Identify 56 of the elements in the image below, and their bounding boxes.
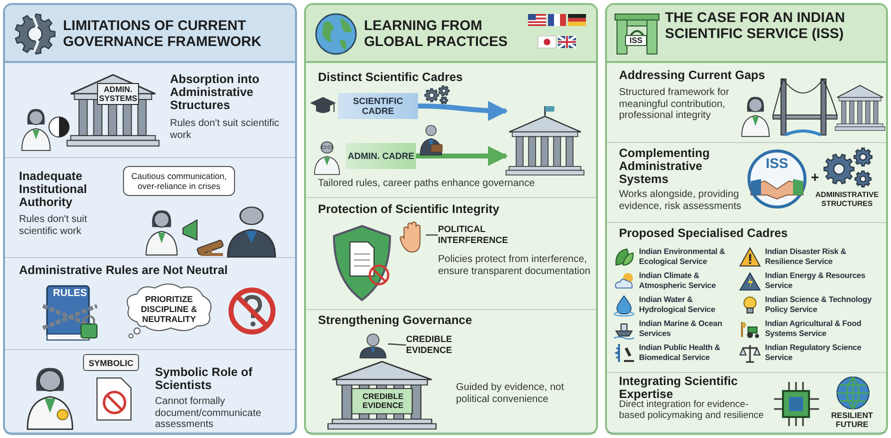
arrow (416, 146, 508, 166)
cadre-band: SCIENTIFIC CADRE (338, 93, 418, 119)
section-description: Structured framework for meaningful contribution, professional integrity (619, 87, 730, 122)
section-description: Cannot formally document/communicate assessments (155, 396, 262, 430)
callout-text: POLITICAL INTERFERENCE (438, 222, 548, 248)
building-sign: CREDIBLE EVIDENCE (362, 392, 404, 410)
leader-line (388, 343, 406, 346)
leader-line (426, 234, 438, 236)
section-heading: Addressing Current Gaps (619, 69, 766, 82)
plus-sign: + (810, 169, 820, 185)
cadre-name: Indian Regulatory Science Service (765, 343, 862, 363)
cadre-name: Indian Marine & Ocean Services (639, 319, 724, 339)
panel-title: LIMITATIONS OF CURRENT GOVERNANCE FRAMEWORK (63, 17, 262, 49)
callout-text: CREDIBLE EVIDENCE (406, 332, 486, 358)
section-heading: Strengthening Governance (318, 314, 474, 327)
building-sign: ADMIN. SYSTEMS (97, 83, 139, 105)
cadre-name: Indian Water & Hydrological Service (639, 295, 716, 315)
speech-bubble: Cautious communication, over-reliance in crises (123, 166, 235, 196)
official-icon (358, 332, 388, 358)
section-heading: Absorption into Administrative Structures (170, 73, 260, 112)
cadre-name: Indian Agricultural & Food Systems Service (765, 319, 862, 339)
building-drawing (506, 103, 584, 175)
section-description: Guided by evidence, not political convenience (456, 382, 565, 405)
caption-text: RESILIENT FUTURE (830, 411, 874, 429)
section-description: Rules don't suit scientific work (170, 118, 280, 141)
arrow (418, 100, 508, 121)
cadre-name: Indian Environmental & Ecological Service (639, 247, 726, 267)
cadre-name: Indian Climate & Atmospheric Service (639, 271, 717, 291)
section-description: Direct integration for evidence-based policymaking and resilience (619, 400, 765, 421)
section-heading: Integrating Scientific Expertise (619, 375, 738, 401)
section-description: Rules don't suit scientific work (19, 214, 88, 237)
cadre-name: Indian Public Health & Biomedical Service (639, 343, 722, 363)
section-description: Works alongside, providing evidence, risk assessments (619, 189, 742, 212)
section-description: Tailored rules, career paths enhance governance (318, 178, 536, 190)
cadre-name: Indian Energy & Resources Service (765, 271, 866, 291)
cadre-name: Indian Science & Technology Policy Service (765, 295, 872, 315)
section-heading: Complementing Administrative Systems (619, 147, 711, 186)
section-description: Policies protect from interference, ensure transparent documentation (438, 254, 592, 277)
info-panel (3, 3, 297, 435)
cadre-name: Indian Disaster Risk & Resilience Service (765, 247, 848, 267)
symbolic-tag: SYMBOLIC (83, 354, 139, 371)
icon-label: ISS (764, 155, 790, 171)
info-panel (304, 3, 598, 435)
panel-title: LEARNING FROM GLOBAL PRACTICES (364, 17, 509, 49)
book-title: RULES (52, 288, 88, 299)
info-panel (605, 3, 888, 435)
content-section (607, 373, 886, 433)
panel-title: THE CASE FOR AN INDIAN SCIENTIFIC SERVICE (ISS) (665, 9, 846, 41)
section-heading: Proposed Specialised Cadres (619, 227, 789, 240)
cadre-band: ADMIN. CADRE (346, 143, 416, 169)
arch-sign: ISS (625, 35, 647, 46)
section-heading: Protection of Scientific Integrity (318, 203, 500, 216)
section-heading: Symbolic Role of Scientists (155, 366, 254, 392)
section-heading: Distinct Scientific Cadres (318, 71, 464, 84)
section-heading: Administrative Rules are Not Neutral (19, 264, 229, 277)
section-heading: Inadequate Institutional Authority (19, 170, 88, 209)
